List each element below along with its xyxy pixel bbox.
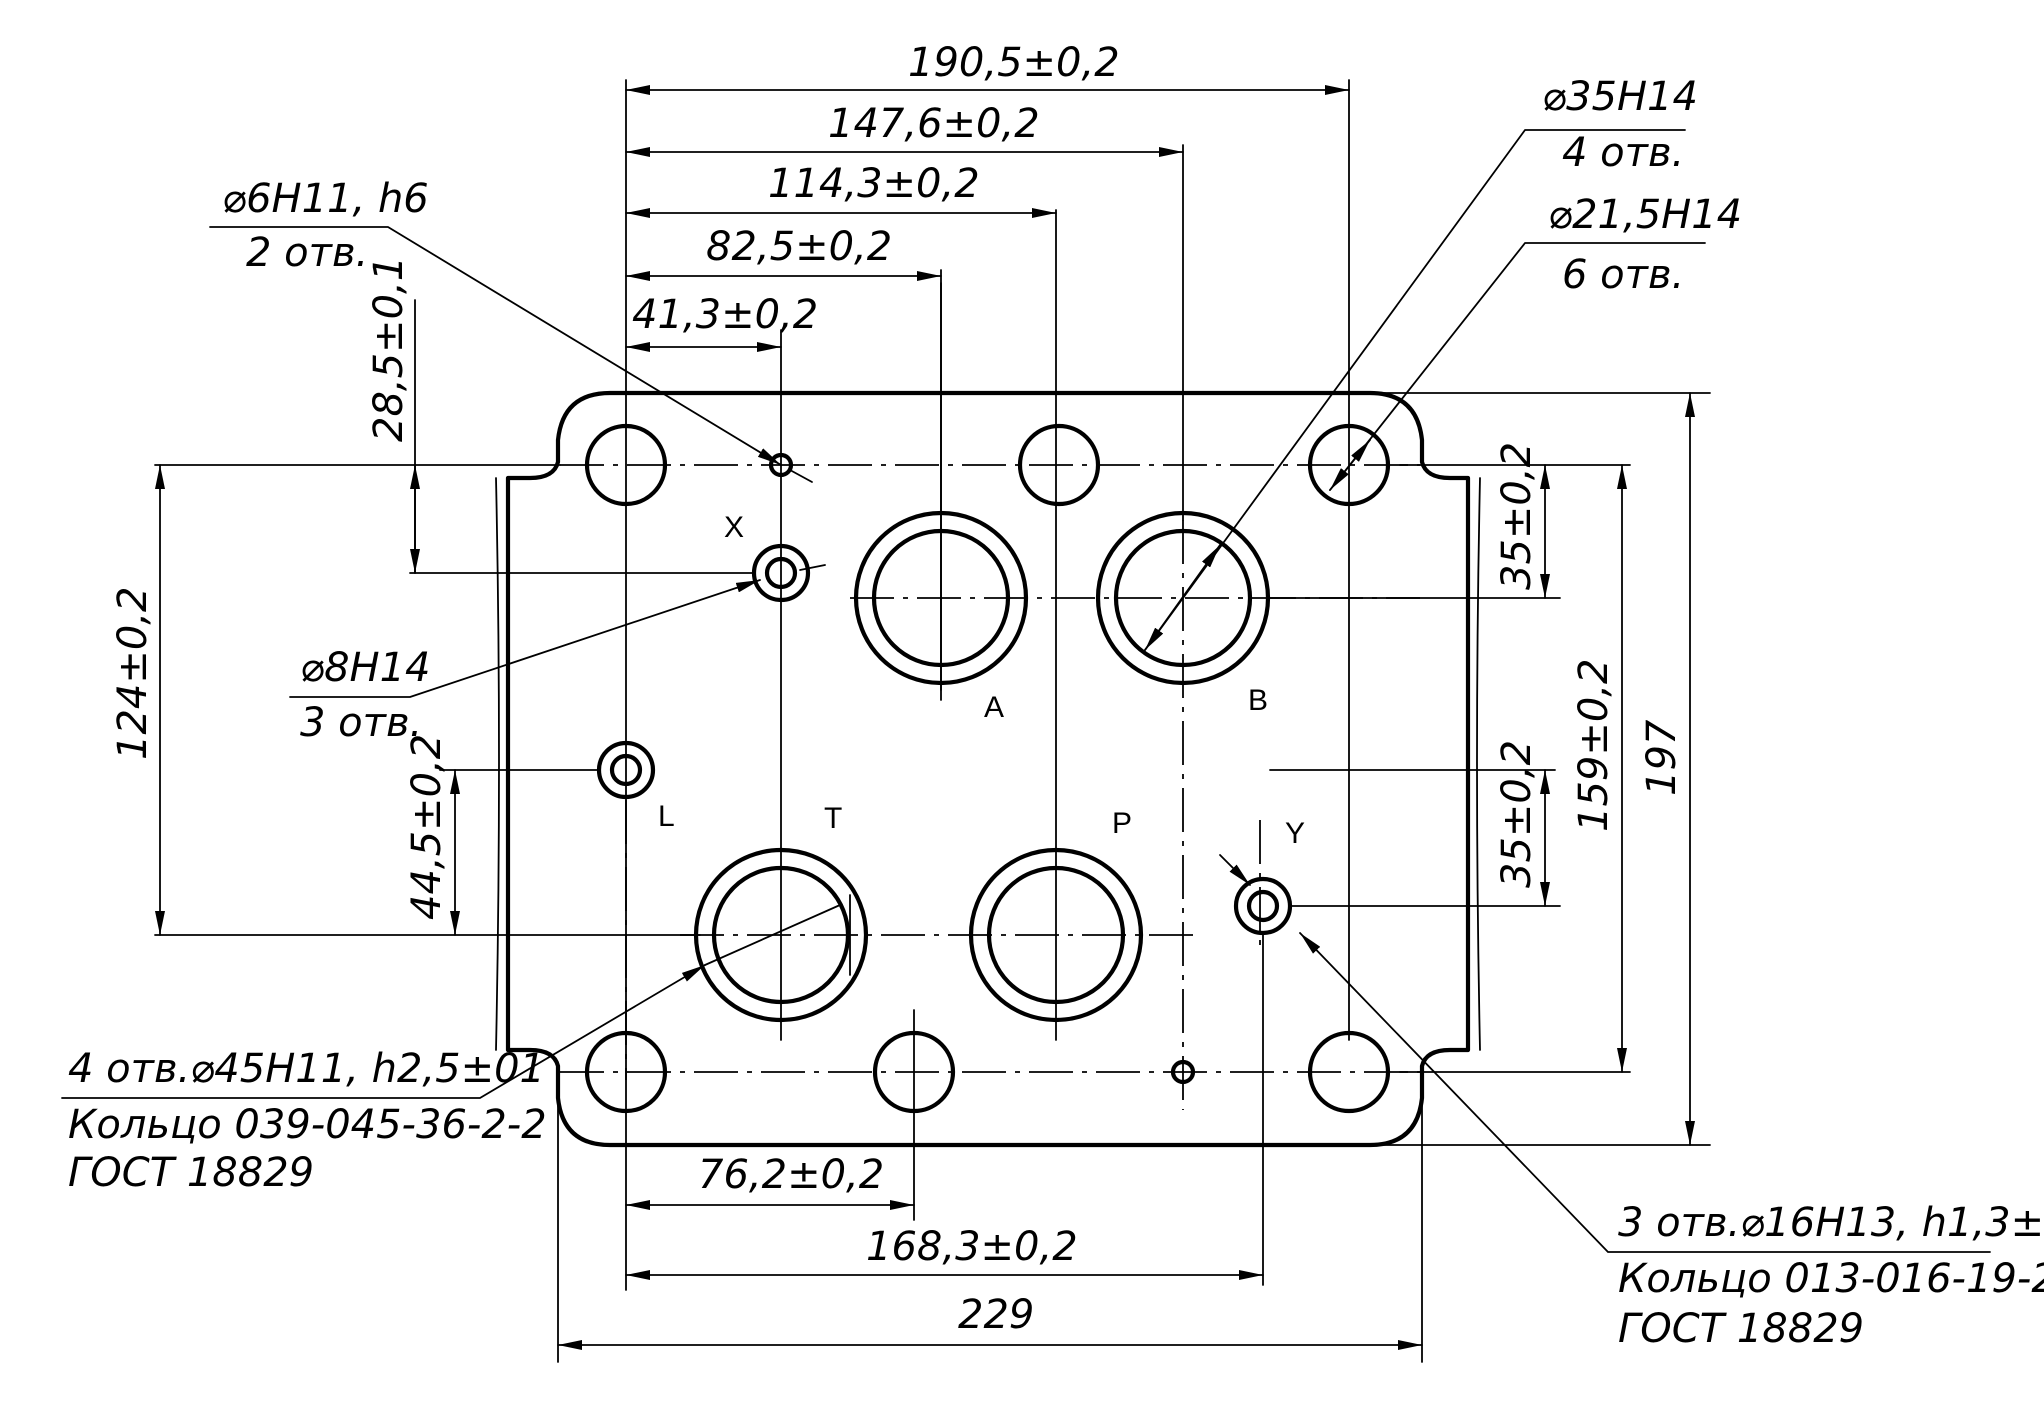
dim-114: 114,3±0,2	[768, 161, 980, 207]
callout-big-size: ⌀35H14	[1542, 74, 1698, 120]
leader-lines	[61, 129, 1991, 1253]
dim-44: 44,5±0,2	[404, 734, 450, 920]
callout-x-size: ⌀8H14	[300, 645, 431, 691]
callout-ring-small-line3: ГОСТ 18829	[1618, 1306, 1864, 1352]
callout-ring-small-line2: Кольцо 013-016-19-2-2	[1618, 1256, 2044, 1302]
callout-mount-count: 6 отв.	[1562, 252, 1684, 298]
pilot-holes	[596, 452, 1293, 1085]
dim-35-bottom: 35±0,2	[1494, 740, 1540, 888]
dim-28: 28,5±0,1	[366, 256, 412, 442]
callout-x-count: 3 отв.	[300, 700, 422, 746]
plate-outline	[495, 390, 1481, 1148]
dim-124: 124±0,2	[110, 587, 156, 760]
dim-197: 197	[1639, 719, 1685, 796]
dim-159: 159±0,2	[1571, 659, 1617, 832]
port-label-x: X	[724, 511, 744, 544]
port-label-a: A	[984, 691, 1004, 724]
port-label-t: T	[824, 802, 842, 835]
callout-ring-big-line1: 4 отв.⌀45H11, h2,5±01	[68, 1046, 545, 1092]
dimension-lines	[155, 85, 1695, 1350]
callout-pin-count: 2 отв.	[246, 230, 368, 276]
dim-41: 41,3±0,2	[632, 292, 818, 338]
callout-pin-size: ⌀6H11, h6	[222, 176, 429, 222]
port-label-l: L	[658, 800, 675, 833]
port-label-b: B	[1248, 684, 1268, 717]
dim-147: 147,6±0,2	[828, 101, 1040, 147]
dim-190: 190,5±0,2	[908, 40, 1120, 86]
callout-ring-big-line2: Кольцо 039-045-36-2-2	[68, 1102, 547, 1148]
dim-229: 229	[958, 1292, 1034, 1338]
callout-ring-small-line1: 3 отв.⌀16H13, h1,3±0,1	[1618, 1200, 2044, 1246]
callout-texts: ⌀6H11, h6 2 отв. ⌀35H14 4 отв. ⌀21,5H14 …	[68, 74, 2044, 1352]
port-label-y: Y	[1285, 817, 1305, 850]
port-label-p: P	[1112, 807, 1132, 840]
pilot-y-icon	[1233, 876, 1293, 936]
dim-76: 76,2±0,2	[698, 1152, 884, 1198]
dimension-texts: 190,5±0,2 147,6±0,2 114,3±0,2 82,5±0,2 4…	[110, 40, 1685, 1338]
callout-mount-size: ⌀21,5H14	[1548, 192, 1742, 238]
dim-82: 82,5±0,2	[706, 224, 892, 270]
dim-35-top: 35±0,2	[1494, 442, 1540, 590]
pin-hole-icon	[1170, 1059, 1196, 1085]
mounting-hole-icon	[1017, 423, 1101, 507]
callout-big-count: 4 отв.	[1562, 130, 1684, 176]
port-labels: A B X L T P Y	[658, 511, 1305, 850]
callout-ring-big-line3: ГОСТ 18829	[68, 1150, 314, 1196]
dim-168: 168,3±0,2	[866, 1224, 1078, 1270]
extension-lines	[154, 79, 1711, 1363]
center-lines	[560, 464, 1420, 1110]
